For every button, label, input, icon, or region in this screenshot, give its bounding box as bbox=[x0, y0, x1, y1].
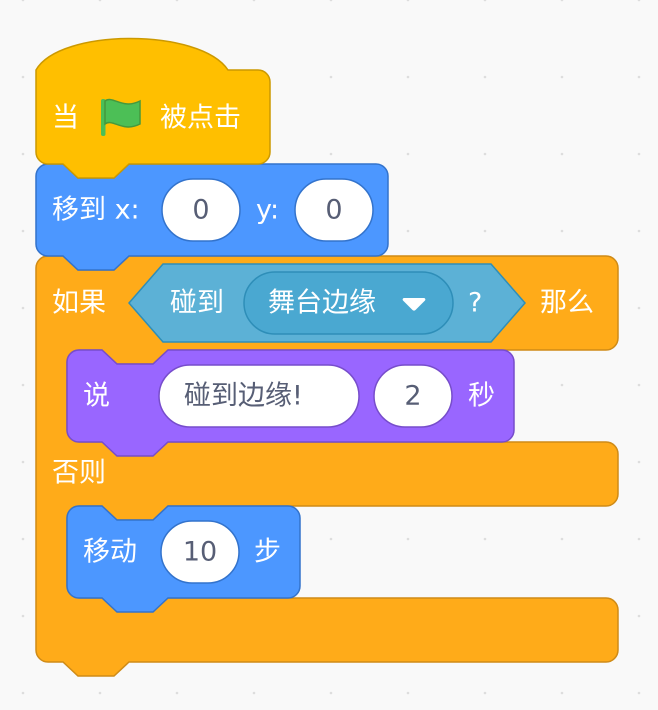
move-steps-value: 10 bbox=[183, 537, 217, 568]
grid-dot bbox=[560, 0, 564, 2]
grid-dot bbox=[637, 383, 641, 387]
grid-dot bbox=[21, 460, 25, 464]
say-label: 说 bbox=[83, 381, 110, 412]
touching-condition-block[interactable]: 碰到 舞台边缘 ? bbox=[128, 263, 526, 343]
grid-dot bbox=[329, 75, 333, 79]
grid-dot bbox=[637, 614, 641, 618]
touching-target-value: 舞台边缘 bbox=[268, 288, 376, 319]
grid-dot bbox=[406, 75, 410, 79]
grid-dot bbox=[21, 383, 25, 387]
grid-dot bbox=[637, 691, 641, 695]
grid-dot bbox=[560, 75, 564, 79]
grid-dot bbox=[329, 152, 333, 156]
goto-x-value: 0 bbox=[192, 195, 209, 226]
goto-label: 移到 x: bbox=[52, 195, 140, 226]
seconds-label: 秒 bbox=[468, 381, 495, 412]
grid-dot bbox=[560, 691, 564, 695]
grid-dot bbox=[637, 537, 641, 541]
hat-suffix-label: 被点击 bbox=[160, 103, 241, 134]
touching-question-mark: ? bbox=[468, 288, 482, 319]
touching-target-dropdown[interactable] bbox=[243, 271, 454, 335]
grid-dot bbox=[483, 229, 487, 233]
grid-dot bbox=[21, 152, 25, 156]
dropdown-arrow-icon[interactable] bbox=[402, 298, 426, 311]
say-for-secs-block[interactable]: 说 碰到边缘! 2 秒 bbox=[66, 349, 515, 457]
then-label: 那么 bbox=[540, 288, 594, 319]
if-label: 如果 bbox=[52, 288, 106, 319]
grid-dot bbox=[637, 75, 641, 79]
grid-dot bbox=[483, 0, 487, 2]
grid-dot bbox=[483, 152, 487, 156]
grid-dot bbox=[21, 229, 25, 233]
goto-x-input[interactable] bbox=[161, 178, 241, 242]
green-flag-icon bbox=[101, 98, 141, 136]
grid-dot bbox=[21, 614, 25, 618]
goto-y-input[interactable] bbox=[294, 178, 374, 242]
grid-dot bbox=[21, 306, 25, 310]
goto-y-value: 0 bbox=[325, 195, 342, 226]
grid-dot bbox=[98, 0, 102, 2]
if-else-block-body[interactable] bbox=[35, 255, 619, 677]
say-message-value: 碰到边缘! bbox=[184, 381, 303, 412]
if-else-block[interactable]: 如果 碰到 舞台边缘 ? 那么 否则 bbox=[35, 255, 619, 677]
grid-dot bbox=[637, 152, 641, 156]
grid-dot bbox=[175, 0, 179, 2]
grid-dot bbox=[406, 0, 410, 2]
grid-dot bbox=[637, 306, 641, 310]
grid-dot bbox=[637, 460, 641, 464]
hat-prefix-label: 当 bbox=[52, 103, 79, 134]
grid-dot bbox=[560, 383, 564, 387]
grid-dot bbox=[329, 537, 333, 541]
grid-dot bbox=[637, 229, 641, 233]
grid-dot bbox=[252, 0, 256, 2]
move-steps-block[interactable]: 移动 10 步 bbox=[66, 505, 301, 613]
goto-y-label: y: bbox=[256, 195, 279, 226]
grid-dot bbox=[406, 691, 410, 695]
grid-dot bbox=[98, 691, 102, 695]
grid-dot bbox=[21, 537, 25, 541]
grid-dot bbox=[483, 691, 487, 695]
grid-dot bbox=[483, 537, 487, 541]
grid-dot bbox=[175, 691, 179, 695]
grid-dot bbox=[329, 691, 333, 695]
say-seconds-value: 2 bbox=[404, 381, 421, 412]
grid-dot bbox=[560, 537, 564, 541]
grid-dot bbox=[406, 537, 410, 541]
steps-label: 步 bbox=[254, 537, 281, 568]
grid-dot bbox=[560, 152, 564, 156]
move-label: 移动 bbox=[83, 537, 137, 568]
grid-dot bbox=[560, 229, 564, 233]
grid-dot bbox=[21, 75, 25, 79]
grid-dot bbox=[406, 229, 410, 233]
say-seconds-input[interactable] bbox=[373, 364, 453, 428]
grid-dot bbox=[637, 0, 641, 2]
grid-dot bbox=[21, 0, 25, 2]
touching-label: 碰到 bbox=[170, 288, 224, 319]
else-label: 否则 bbox=[52, 458, 106, 489]
grid-dot bbox=[21, 691, 25, 695]
grid-dot bbox=[406, 152, 410, 156]
when-flag-clicked-block[interactable]: 当 被点击 bbox=[35, 37, 271, 179]
goto-xy-block[interactable]: 移到 x: 0 y: 0 bbox=[35, 163, 389, 271]
grid-dot bbox=[483, 75, 487, 79]
move-steps-input[interactable] bbox=[160, 520, 240, 584]
grid-dot bbox=[329, 0, 333, 2]
hat-block-body[interactable] bbox=[35, 37, 271, 179]
say-message-input[interactable] bbox=[158, 364, 360, 428]
grid-dot bbox=[252, 691, 256, 695]
